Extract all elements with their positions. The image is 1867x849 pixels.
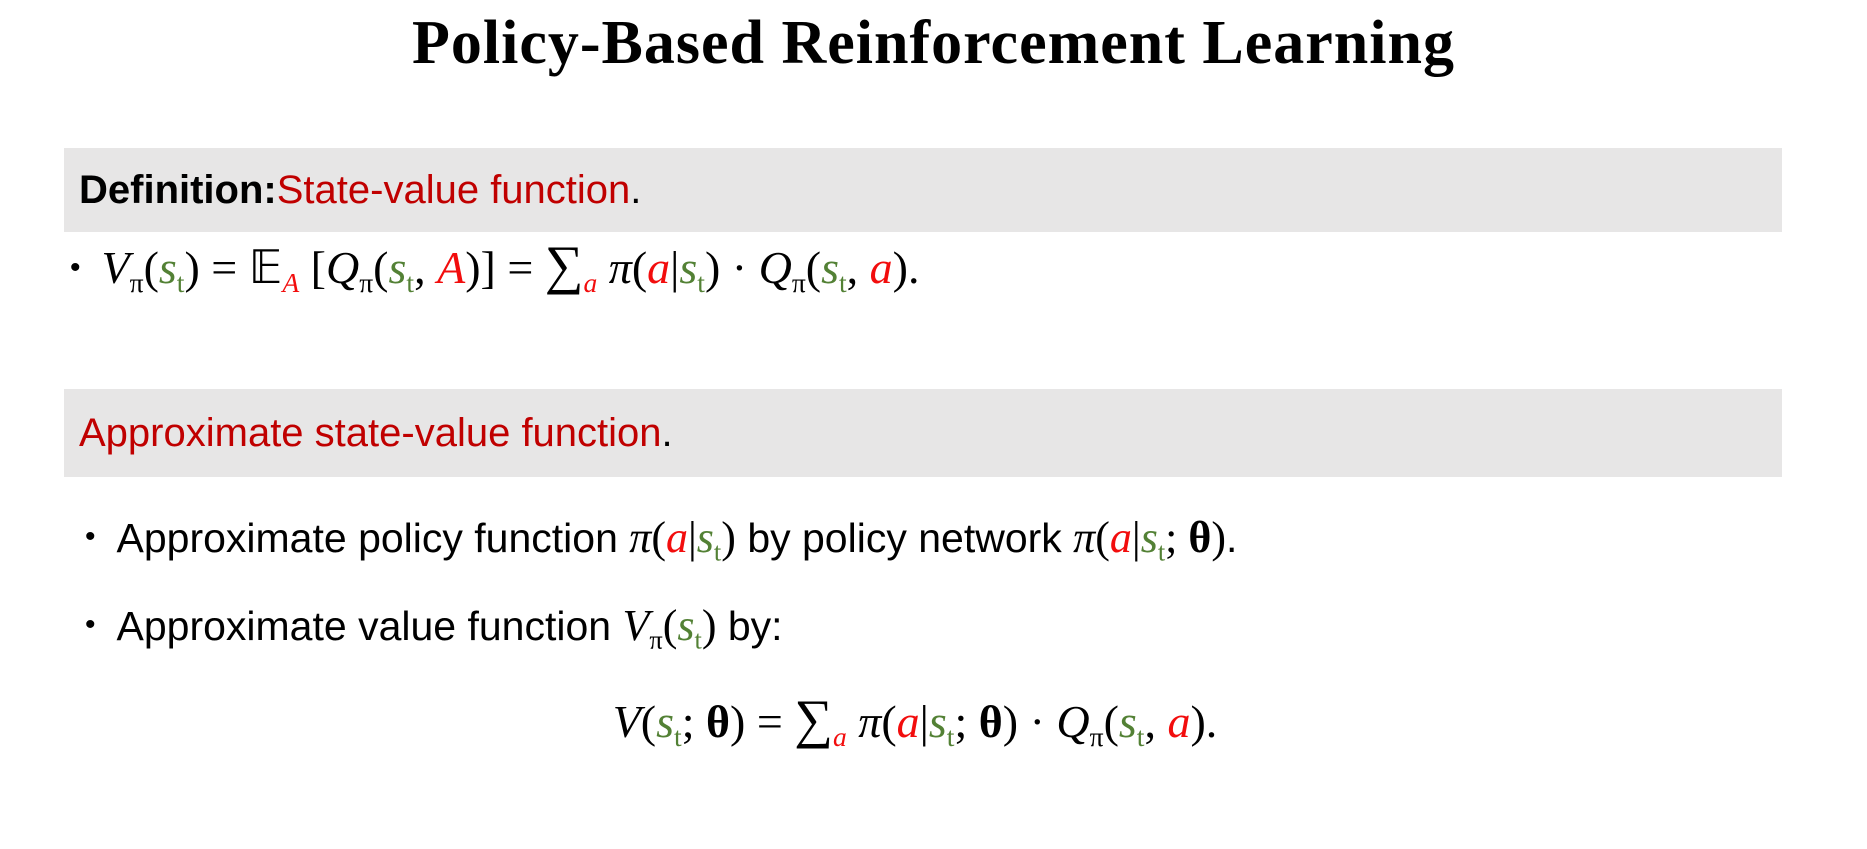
approximate-red-text: Approximate state-value function — [79, 410, 662, 455]
definition-box: Definition: State-value function. — [64, 148, 1782, 232]
policy-function-formula: π(a|st) — [629, 513, 736, 567]
approximate-period: . — [661, 410, 673, 455]
bullet-icon: • — [70, 251, 81, 284]
approximate-box: Approximate state-value function. — [64, 389, 1782, 477]
bullet1-pre-text: Approximate policy function — [116, 515, 630, 561]
bullet-icon: • — [85, 608, 96, 641]
value-function-formula: Vπ(st) — [622, 601, 717, 655]
policy-network-formula: π(a|st; θ) — [1073, 513, 1227, 567]
definition-red-text: State-value function — [276, 167, 631, 212]
definition-period: . — [630, 167, 642, 212]
bullet2-pre-text: Approximate value function — [116, 603, 623, 649]
bullet2-suffix-text: by: — [716, 603, 783, 649]
definition-label: Definition: — [79, 167, 277, 212]
slide-title: Policy-Based Reinforcement Learning — [412, 9, 1455, 77]
bullet-icon: • — [85, 520, 96, 553]
approx-value-formula-line: V(st; θ) = ∑a π(a|st; θ) · Qπ(st, a). — [0, 688, 1830, 753]
bullet1-mid-text: by policy network — [735, 515, 1074, 561]
state-value-formula-line: • Vπ(st) = 𝔼A [Qπ(st, A)] = ∑a π(a|st) · … — [70, 234, 920, 299]
approx-value-formula: V(st; θ) = ∑a π(a|st; θ) · Qπ(st, a). — [612, 689, 1218, 752]
state-value-formula: Vπ(st) = 𝔼A [Qπ(st, A)] = ∑a π(a|st) · Q… — [101, 235, 920, 298]
bullet-item-policy: • Approximate policy function π(a|st) by … — [85, 512, 1237, 567]
bullet1-period: . — [1226, 515, 1238, 561]
bullet-item-value: • Approximate value function Vπ(st) by: — [85, 600, 783, 655]
